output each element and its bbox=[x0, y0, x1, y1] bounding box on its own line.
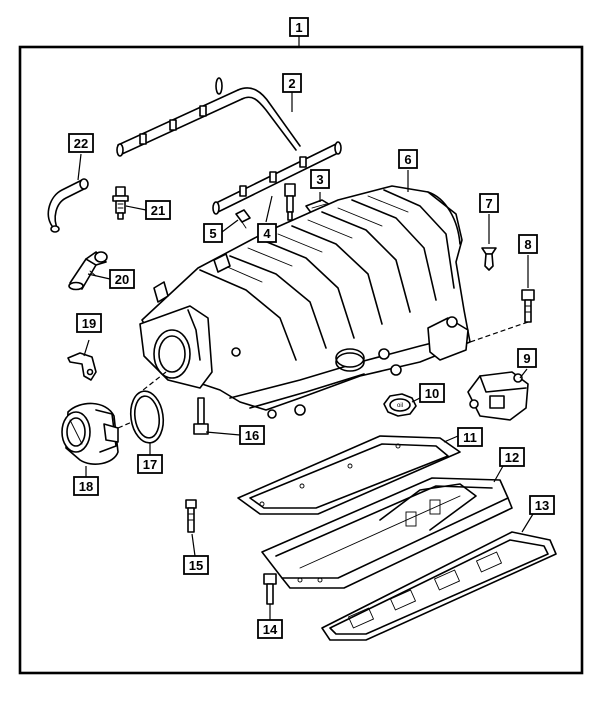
svg-text:7: 7 bbox=[485, 196, 492, 211]
svg-text:13: 13 bbox=[535, 498, 549, 513]
svg-text:8: 8 bbox=[524, 237, 531, 252]
callout-12: 12 bbox=[499, 447, 525, 467]
callout-labels: 1 2 3 4 5 6 7 8 bbox=[68, 17, 555, 639]
callout-4: 4 bbox=[257, 223, 277, 243]
svg-text:16: 16 bbox=[245, 428, 259, 443]
svg-text:22: 22 bbox=[74, 136, 88, 151]
elbow-connector-part bbox=[68, 251, 108, 291]
callout-8: 8 bbox=[518, 234, 538, 254]
assembly-frame bbox=[18, 45, 584, 675]
callout-14: 14 bbox=[257, 619, 283, 639]
manifold-bolt-part bbox=[521, 289, 535, 323]
callout-11: 11 bbox=[457, 427, 483, 447]
svg-text:11: 11 bbox=[463, 430, 477, 445]
svg-text:5: 5 bbox=[209, 226, 216, 241]
svg-text:3: 3 bbox=[316, 172, 323, 187]
callout-17: 17 bbox=[137, 454, 163, 474]
svg-text:6: 6 bbox=[404, 152, 411, 167]
callout-10: 10 bbox=[419, 383, 445, 403]
oil-cap-stamp: oil bbox=[397, 403, 403, 409]
throttle-bolt-part bbox=[193, 397, 209, 435]
callout-20: 20 bbox=[109, 269, 135, 289]
callout-6: 6 bbox=[398, 149, 418, 169]
svg-text:20: 20 bbox=[115, 272, 129, 287]
callout-3: 3 bbox=[310, 169, 330, 189]
fuel-rail-part bbox=[116, 77, 342, 215]
intake-manifold-part bbox=[139, 185, 471, 419]
fuel-rail-bolt-part bbox=[235, 209, 251, 229]
svg-text:4: 4 bbox=[263, 226, 271, 241]
callout-22: 22 bbox=[68, 133, 94, 153]
push-pin-part bbox=[481, 247, 497, 271]
oil-cap-part: oil bbox=[383, 393, 417, 417]
lower-gasket-part bbox=[321, 531, 557, 641]
svg-text:12: 12 bbox=[505, 450, 519, 465]
upper-gasket-part bbox=[237, 435, 461, 515]
callout-9: 9 bbox=[517, 348, 537, 368]
bracket-part bbox=[67, 352, 97, 381]
svg-text:17: 17 bbox=[143, 457, 157, 472]
svg-text:10: 10 bbox=[425, 386, 439, 401]
callout-21: 21 bbox=[145, 200, 171, 220]
vacuum-hose-part bbox=[47, 178, 89, 233]
valley-tray-part bbox=[261, 477, 513, 589]
svg-text:21: 21 bbox=[151, 203, 165, 218]
callout-7: 7 bbox=[479, 193, 499, 213]
svg-text:19: 19 bbox=[82, 316, 96, 331]
throttle-leader bbox=[117, 421, 133, 429]
stud-part bbox=[185, 499, 197, 533]
callout-15: 15 bbox=[183, 555, 209, 575]
callout-2: 2 bbox=[282, 73, 302, 93]
svg-text:15: 15 bbox=[189, 558, 203, 573]
leader-lines bbox=[77, 92, 534, 620]
callout-5: 5 bbox=[203, 223, 223, 243]
callout-1: 1 bbox=[289, 17, 309, 37]
fuel-injector-part bbox=[284, 183, 296, 221]
svg-text:2: 2 bbox=[288, 76, 295, 91]
seal-leader bbox=[137, 371, 167, 395]
callout-18: 18 bbox=[73, 476, 99, 496]
svg-text:9: 9 bbox=[523, 351, 530, 366]
svg-text:14: 14 bbox=[263, 622, 278, 637]
callout-13: 13 bbox=[529, 495, 555, 515]
callout-16: 16 bbox=[239, 425, 265, 445]
tray-bolt-part bbox=[263, 573, 277, 605]
pcv-valve-part bbox=[112, 186, 129, 220]
svg-text:1: 1 bbox=[295, 20, 302, 35]
callout-19: 19 bbox=[76, 313, 102, 333]
svg-text:18: 18 bbox=[79, 479, 93, 494]
map-sensor-part bbox=[467, 371, 529, 421]
bolt-8-leader bbox=[469, 321, 529, 343]
throttle-body-seal-part bbox=[129, 390, 165, 444]
throttle-body-part bbox=[61, 402, 119, 465]
